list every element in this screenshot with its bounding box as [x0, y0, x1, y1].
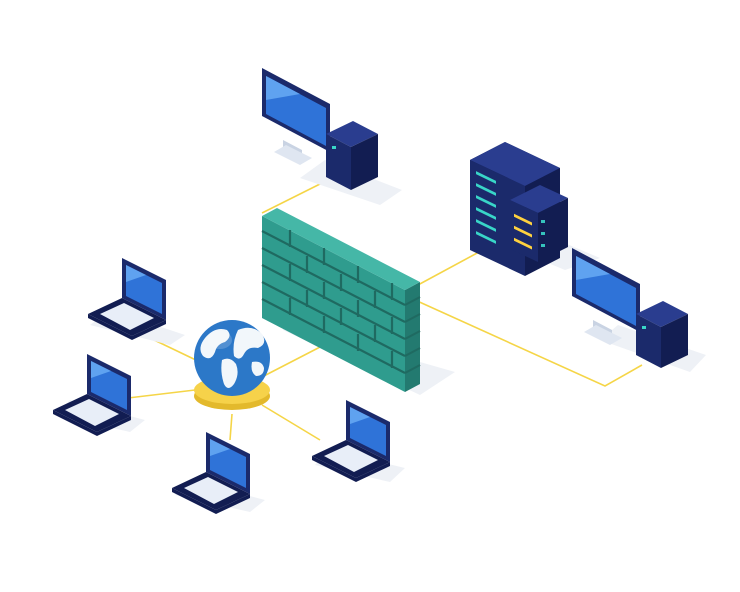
- desktop-computer-right-icon: [572, 248, 688, 368]
- laptop-3-icon: [172, 432, 250, 514]
- internet-globe-icon: [194, 320, 270, 410]
- laptop-4-icon: [312, 400, 390, 482]
- desktop-computer-top-icon: [262, 68, 378, 190]
- laptop-1-icon: [88, 258, 166, 340]
- firewall-brick-wall-icon: [261, 208, 421, 392]
- link-internet-laptop-4: [261, 404, 321, 441]
- server-rack-icon: [470, 142, 568, 276]
- link-firewall-desktop-top: [261, 181, 325, 214]
- link-internet-laptop-2: [127, 389, 196, 399]
- link-firewall-desktop-right: [414, 299, 643, 387]
- link-internet-laptop-3: [229, 413, 233, 441]
- laptop-2-icon: [53, 354, 131, 436]
- link-internet-firewall: [259, 345, 323, 379]
